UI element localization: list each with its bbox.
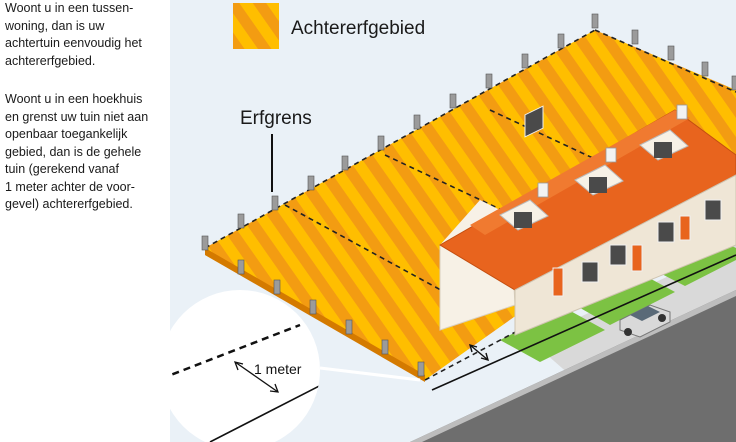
distance-label: 1 meter (254, 361, 302, 377)
illustration-canvas: 1 meter Achtererfgebied Erfgrens (170, 0, 736, 442)
boundary-label: Erfgrens (240, 108, 312, 129)
sidebar: Woont u in een tussen- woning, dan is uw… (0, 0, 170, 442)
backyard-illustration: 1 meter Achtererfgebied Erfgrens (170, 0, 736, 442)
intro-paragraph-terraced-house: Woont u in een tussen- woning, dan is uw… (5, 0, 142, 70)
intro-paragraph-corner-house: Woont u in een hoekhuis en grenst uw tui… (5, 91, 148, 214)
legend-swatch (233, 3, 279, 49)
legend-label: Achtererfgebied (291, 18, 425, 39)
